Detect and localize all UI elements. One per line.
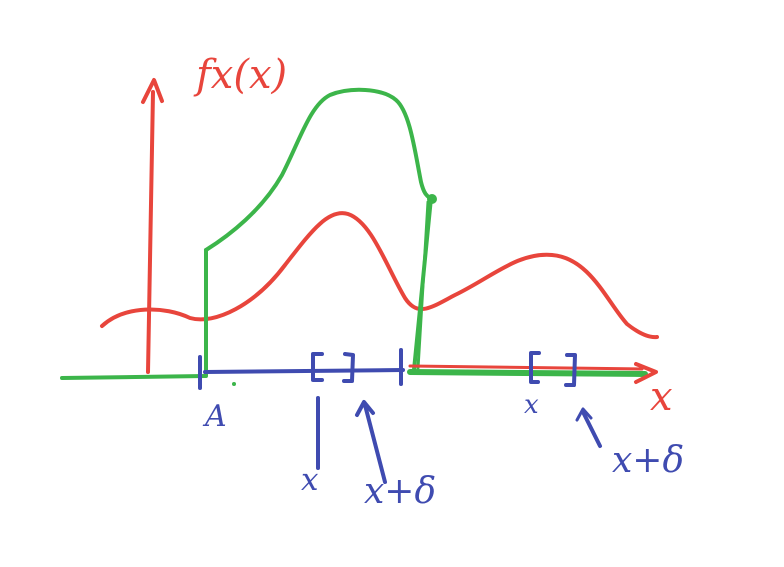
interval-end-left-label: x+δ bbox=[364, 471, 436, 512]
point-a-label: A bbox=[202, 399, 227, 434]
right-interval-brackets bbox=[529, 351, 577, 387]
blue-support-segment bbox=[198, 348, 405, 390]
interval-start-left-label: x bbox=[301, 462, 319, 498]
x-axis bbox=[60, 362, 658, 384]
green-truncated-curve bbox=[204, 87, 437, 378]
interval-end-right-label: x+δ bbox=[612, 440, 684, 481]
red-density-curve bbox=[100, 211, 659, 340]
pointer-x-plus-delta-right bbox=[575, 407, 602, 448]
left-interval-brackets bbox=[311, 352, 355, 383]
pointer-x-plus-delta-left bbox=[355, 400, 387, 484]
y-axis bbox=[141, 78, 164, 374]
density-label: fx(x) bbox=[193, 52, 287, 98]
interval-start-right-label: x bbox=[524, 390, 539, 420]
x-axis-label: x bbox=[650, 374, 673, 420]
